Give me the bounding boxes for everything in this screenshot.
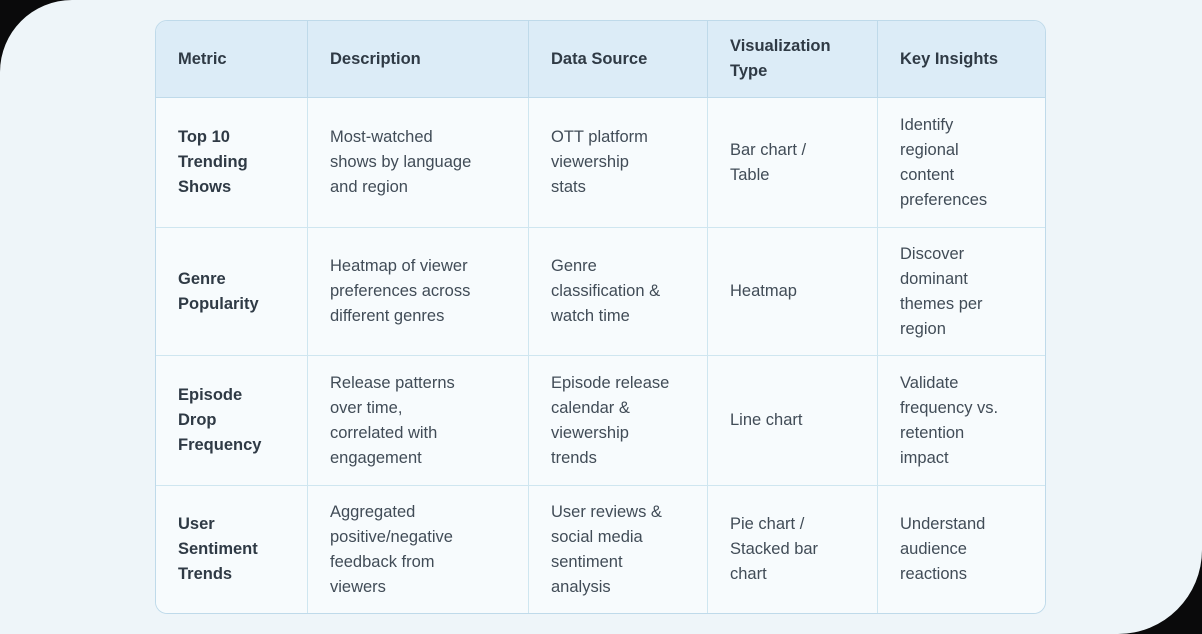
cell-description: Aggregated positive/negative feedback fr… — [308, 486, 529, 613]
column-header-description: Description — [308, 21, 529, 98]
cell-visualization-type: Bar chart / Table — [708, 98, 878, 228]
cell-description: Most-watched shows by language and regio… — [308, 98, 529, 228]
table-row: Top 10 Trending Shows Most-watched shows… — [156, 98, 1045, 228]
cell-description: Heatmap of viewer preferences across dif… — [308, 228, 529, 356]
cell-description: Release patterns over time, correlated w… — [308, 356, 529, 486]
cell-key-insights: Validate frequency vs. retention impact — [878, 356, 1045, 486]
cell-visualization-type: Pie chart / Stacked bar chart — [708, 486, 878, 613]
table-row: Genre Popularity Heatmap of viewer prefe… — [156, 228, 1045, 356]
cell-key-insights: Discover dominant themes per region — [878, 228, 1045, 356]
column-header-key-insights: Key Insights — [878, 21, 1045, 98]
cell-data-source: Episode release calendar & viewership tr… — [529, 356, 708, 486]
cell-data-source: Genre classification & watch time — [529, 228, 708, 356]
cell-metric: Genre Popularity — [156, 228, 308, 356]
column-header-visualization-type: Visualization Type — [708, 21, 878, 98]
cell-visualization-type: Line chart — [708, 356, 878, 486]
column-header-metric: Metric — [156, 21, 308, 98]
metrics-table-grid: Metric Description Data Source Visualiza… — [156, 21, 1045, 613]
cell-metric: Top 10 Trending Shows — [156, 98, 308, 228]
table-header-row: Metric Description Data Source Visualiza… — [156, 21, 1045, 98]
cell-metric: User Sentiment Trends — [156, 486, 308, 613]
cell-key-insights: Identify regional content preferences — [878, 98, 1045, 228]
table-row: Episode Drop Frequency Release patterns … — [156, 356, 1045, 486]
table-row: User Sentiment Trends Aggregated positiv… — [156, 486, 1045, 613]
cell-visualization-type: Heatmap — [708, 228, 878, 356]
cell-data-source: OTT platform viewership stats — [529, 98, 708, 228]
cell-key-insights: Understand audience reactions — [878, 486, 1045, 613]
metrics-table: Metric Description Data Source Visualiza… — [155, 20, 1046, 614]
cell-data-source: User reviews & social media sentiment an… — [529, 486, 708, 613]
column-header-data-source: Data Source — [529, 21, 708, 98]
cell-metric: Episode Drop Frequency — [156, 356, 308, 486]
